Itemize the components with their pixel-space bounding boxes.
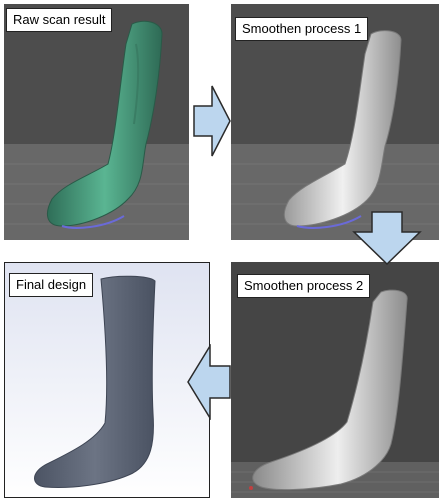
down-arrow-icon <box>352 210 422 266</box>
panel-smoothen-2: Smoothen process 2 <box>231 262 439 498</box>
panel-label: Final design <box>9 273 93 297</box>
panel-label: Smoothen process 1 <box>235 17 368 41</box>
panel-label: Raw scan result <box>6 8 112 32</box>
panel-raw-scan: Raw scan result <box>4 4 189 240</box>
panel-final-design: Final design <box>4 262 210 498</box>
panel-label: Smoothen process 2 <box>237 274 370 298</box>
raw-scan-image <box>4 4 189 240</box>
left-arrow-icon <box>186 344 232 420</box>
right-arrow-icon <box>192 84 232 158</box>
panel-smoothen-1: Smoothen process 1 <box>231 4 439 240</box>
final-design-image <box>5 263 210 498</box>
